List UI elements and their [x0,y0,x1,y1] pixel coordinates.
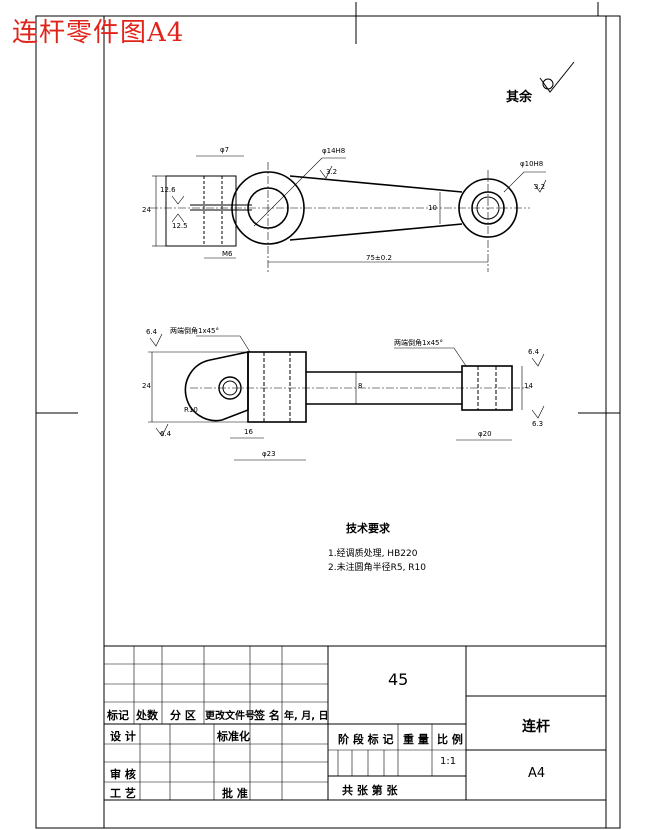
dim-center-distance: 75±0.2 [366,254,392,262]
dim-12-6: 12.6 [160,186,176,194]
header-mark: 标记 [107,709,129,722]
label-process: 工 艺 [110,787,136,800]
inner-border [103,15,607,829]
ra-6-3-right: 6.3 [532,420,544,428]
ra-right: 3.2 [534,183,546,191]
dim-phi7: φ7 [220,146,230,154]
tech-req-title: 技术要求 [346,522,390,535]
dim-phi10h8: φ10H8 [520,160,544,168]
label-scale: 比 例 [437,733,463,746]
surface-finish-symbol [539,61,575,93]
dim-14: 14 [524,382,533,390]
dim-r10: R10 [184,406,198,414]
dim-m6: M6 [222,250,233,258]
dim-phi23: φ23 [262,450,276,458]
ra-6-4-left: 6.4 [146,328,158,336]
dim-8: 8 [358,382,363,390]
dim-phi20: φ20 [478,430,492,438]
header-doc-no: 更改文件号 [205,711,255,722]
header-date: 年, 月, 日 [284,711,329,722]
tech-req-item-1: 1.经调质处理, HB220 [328,549,418,559]
note-chamfer-left: 两端倒角1x45° [170,327,220,335]
ra-left-big: 3.2 [326,168,338,176]
ra-6-4-bottom: 6.4 [160,430,172,438]
surface-finish-label: 其余 [506,90,533,105]
ra-6-4-right: 6.4 [528,348,540,356]
label-review: 审 核 [110,768,136,781]
dim-24-front: 24 [142,382,151,390]
dim-12-5: 12.5 [172,222,188,230]
header-zone: 分 区 [170,709,196,722]
dim-phi14h8: φ14H8 [322,147,346,155]
label-stage-mark: 阶 段 标 记 [338,733,394,746]
label-approve: 批 准 [222,787,248,800]
drawing-title: 连杆零件图A4 [12,18,185,48]
dim-10: 10 [428,204,437,212]
title-block [103,645,607,801]
material-value: 45 [388,670,409,689]
header-count: 处数 [136,709,158,722]
label-sheets: 共 张 第 张 [342,784,398,797]
label-weight: 重 量 [403,733,429,746]
front-view [148,333,545,461]
sheet-size: A4 [528,766,546,781]
label-design: 设 计 [110,730,136,743]
tech-req-item-2: 2.未注圆角半径R5, R10 [328,563,426,573]
dim-16: 16 [244,428,253,436]
scale-value: 1:1 [440,756,457,767]
label-standardization: 标准化 [217,730,250,743]
dim-24-top: 24 [142,206,151,214]
note-chamfer-right: 两端倒角1x45° [394,339,444,347]
header-sign: 签 名 [254,709,280,722]
part-name: 连杆 [522,719,550,735]
top-view [150,155,547,272]
